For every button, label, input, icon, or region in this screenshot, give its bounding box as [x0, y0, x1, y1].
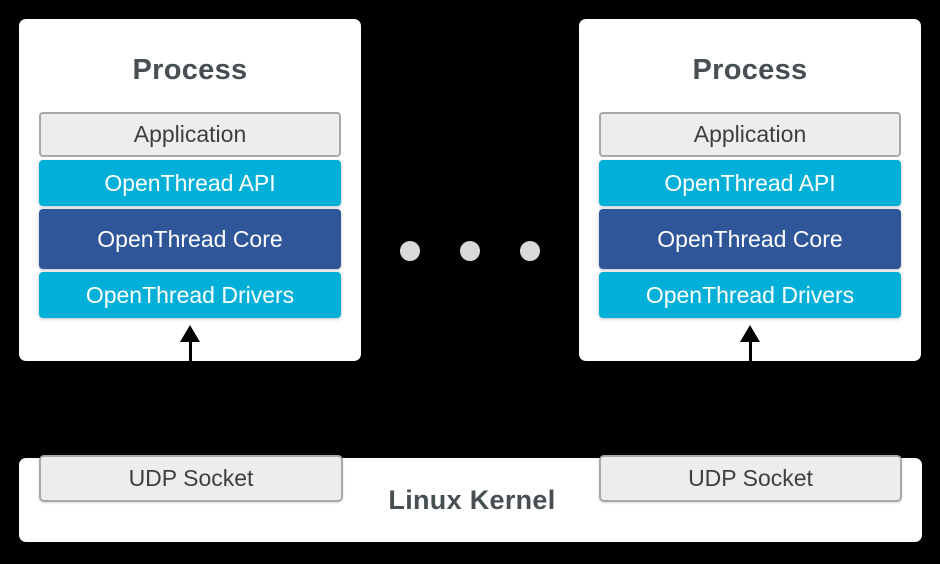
- udp-socket-right: UDP Socket: [599, 455, 902, 502]
- layer-application: Application: [599, 112, 901, 157]
- layer-openthread-core: OpenThread Core: [599, 209, 901, 269]
- linux-kernel-label: Linux Kernel: [388, 484, 556, 515]
- ellipsis-dot: [520, 241, 540, 261]
- arrow-up-icon: [180, 325, 200, 342]
- process-box-left: Process Application OpenThread API OpenT…: [19, 19, 361, 361]
- process-title: Process: [132, 54, 248, 86]
- layer-openthread-drivers: OpenThread Drivers: [39, 272, 341, 318]
- layer-application: Application: [39, 112, 341, 157]
- layer-openthread-core: OpenThread Core: [39, 209, 341, 269]
- udp-socket-left: UDP Socket: [39, 455, 343, 502]
- ellipsis-dot: [400, 241, 420, 261]
- process-box-right: Process Application OpenThread API OpenT…: [579, 19, 921, 361]
- arrow-line: [189, 340, 192, 458]
- layer-openthread-api: OpenThread API: [599, 160, 901, 206]
- process-title: Process: [692, 54, 808, 86]
- ellipsis-dot: [460, 241, 480, 261]
- arrow-up-icon: [740, 325, 760, 342]
- arrow-line: [749, 340, 752, 458]
- layer-openthread-api: OpenThread API: [39, 160, 341, 206]
- layer-openthread-drivers: OpenThread Drivers: [599, 272, 901, 318]
